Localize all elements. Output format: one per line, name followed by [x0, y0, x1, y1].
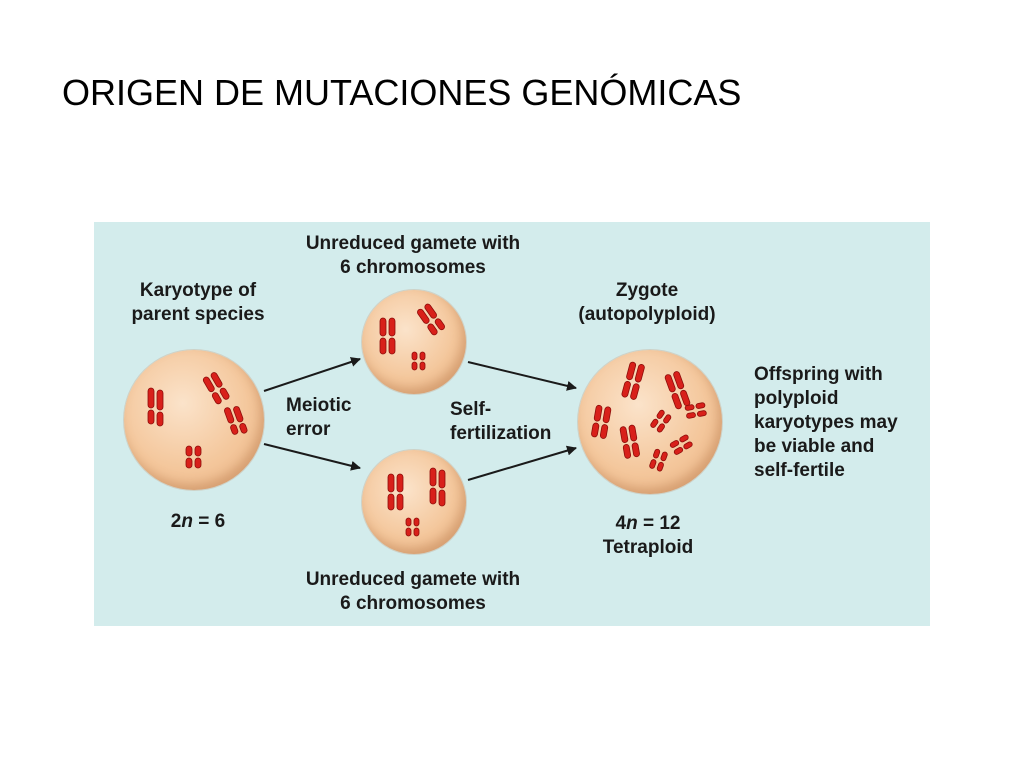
gamete-bottom-chromosomes: [387, 467, 446, 537]
gamete-bottom-label: Unreduced gamete with 6 chromosomes: [305, 569, 521, 614]
gamete-top-label: Unreduced gamete with 6 chromosomes: [305, 233, 521, 278]
zygote-chromosomes: [591, 361, 707, 472]
zygote-type-label: Tetraploid: [602, 537, 694, 558]
offspring-note: Offspring with polyploid karyotypes may …: [754, 364, 898, 481]
zygote-ploidy-label: 4n = 12 Tetraploid: [574, 512, 722, 560]
slide-title: ORIGEN DE MUTACIONES GENÓMICAS: [62, 72, 742, 113]
gamete-top-chromosomes: [379, 303, 445, 371]
polyploidy-diagram: Unreduced gamete with 6 chromosomes Kary…: [94, 222, 930, 626]
self-fertilization-label: Self- fertilization: [450, 399, 552, 444]
arrow-parent-to-gamete-bottom: [263, 443, 361, 471]
arrow-gamete-bottom-to-zygote: [467, 445, 577, 481]
meiotic-error-label: Meiotic error: [286, 395, 352, 440]
gamete-bottom-cell: [362, 450, 466, 554]
parent-chromosomes: [147, 372, 248, 469]
parent-ploidy-label: 2n = 6: [170, 511, 226, 532]
arrows-layer: [263, 357, 577, 481]
parent-cell: [124, 350, 264, 490]
zygote-cell: [578, 350, 722, 494]
arrow-gamete-top-to-zygote: [467, 361, 577, 391]
arrow-parent-to-gamete-top: [263, 357, 361, 392]
zygote-label: Zygote (autopolyploid): [578, 280, 716, 325]
gamete-top-cell: [362, 290, 466, 394]
parent-species-label: Karyotype of parent species: [131, 280, 265, 325]
